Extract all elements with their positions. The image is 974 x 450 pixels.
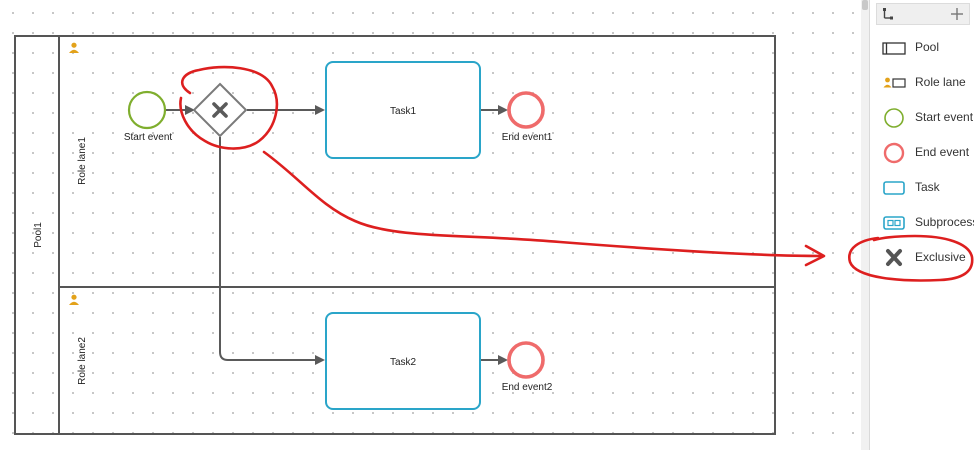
end-event-2-label: End event2 bbox=[502, 382, 553, 393]
diagram-canvas[interactable]: Pool1 Role lane1 Role lane2 bbox=[0, 0, 868, 450]
flow-gateway-to-task2[interactable] bbox=[219, 137, 325, 365]
end-event-2[interactable]: End event2 bbox=[502, 341, 553, 393]
palette-item-task[interactable]: Task bbox=[870, 173, 974, 203]
palette-item-end-event-label: End event bbox=[915, 145, 970, 159]
palette-item-start-event[interactable]: Start event bbox=[870, 103, 974, 133]
role-lane-1-icon bbox=[69, 42, 79, 53]
palette-item-task-label: Task bbox=[915, 180, 940, 194]
start-event[interactable]: Start event bbox=[124, 90, 173, 143]
role-lane-2[interactable]: Role lane2 bbox=[69, 294, 88, 385]
pool-icon bbox=[882, 42, 906, 55]
palette-item-pool[interactable]: Pool bbox=[870, 33, 974, 63]
palette-item-role-lane[interactable]: Role lane bbox=[870, 68, 974, 98]
role-lane-1[interactable]: Role lane1 bbox=[69, 42, 88, 185]
end-event-1[interactable]: End event1 bbox=[502, 91, 553, 143]
palette-panel: Pool Role lane Start event End event bbox=[869, 0, 974, 450]
end-event-icon bbox=[883, 142, 905, 164]
role-lane-1-label: Role lane1 bbox=[77, 137, 88, 185]
hierarchy-icon[interactable] bbox=[881, 6, 897, 22]
plus-icon[interactable] bbox=[949, 6, 965, 22]
red-annotation bbox=[179, 65, 826, 267]
palette-item-end-event[interactable]: End event bbox=[870, 138, 974, 168]
diagram-svg: Pool1 Role lane1 Role lane2 bbox=[14, 35, 826, 435]
palette-item-exclusive-gateway-label: Exclusive bbox=[915, 250, 966, 264]
palette-item-pool-label: Pool bbox=[915, 40, 940, 54]
palette-item-subprocess[interactable]: Subprocess bbox=[870, 208, 974, 238]
subprocess-icon bbox=[883, 216, 905, 230]
task-2[interactable]: Task2 bbox=[325, 312, 481, 410]
gateway-x-icon bbox=[212, 102, 228, 118]
palette-item-subprocess-label: Subprocess bbox=[915, 215, 974, 229]
start-event-icon bbox=[884, 108, 904, 128]
start-event-label: Start event bbox=[124, 132, 173, 143]
canvas-scrollbar-thumb[interactable] bbox=[862, 0, 868, 10]
canvas-scrollbar[interactable] bbox=[861, 0, 869, 450]
annotation-arrow-head bbox=[804, 244, 826, 267]
role-lane-icon bbox=[883, 77, 906, 88]
role-lane-2-icon bbox=[69, 294, 79, 305]
task-1-label: Task1 bbox=[390, 106, 417, 117]
pool-label: Pool1 bbox=[33, 222, 44, 248]
palette-item-start-event-label: Start event bbox=[915, 110, 974, 124]
palette-item-exclusive-gateway[interactable]: Exclusive bbox=[870, 243, 974, 273]
task-1[interactable]: Task1 bbox=[325, 61, 481, 159]
annotation-circle-around-gateway bbox=[179, 65, 279, 150]
palette-toolbar bbox=[876, 3, 970, 25]
role-lane-2-label: Role lane2 bbox=[77, 337, 88, 385]
palette-item-role-lane-label: Role lane bbox=[915, 75, 966, 89]
end-event-1-label: End event1 bbox=[502, 132, 553, 143]
task-2-label: Task2 bbox=[390, 357, 417, 368]
annotation-arrow-line bbox=[262, 150, 825, 258]
exclusive-gateway[interactable] bbox=[192, 82, 248, 138]
pool[interactable]: Pool1 bbox=[14, 35, 776, 435]
task-icon bbox=[883, 181, 905, 195]
exclusive-gateway-icon bbox=[886, 249, 902, 266]
